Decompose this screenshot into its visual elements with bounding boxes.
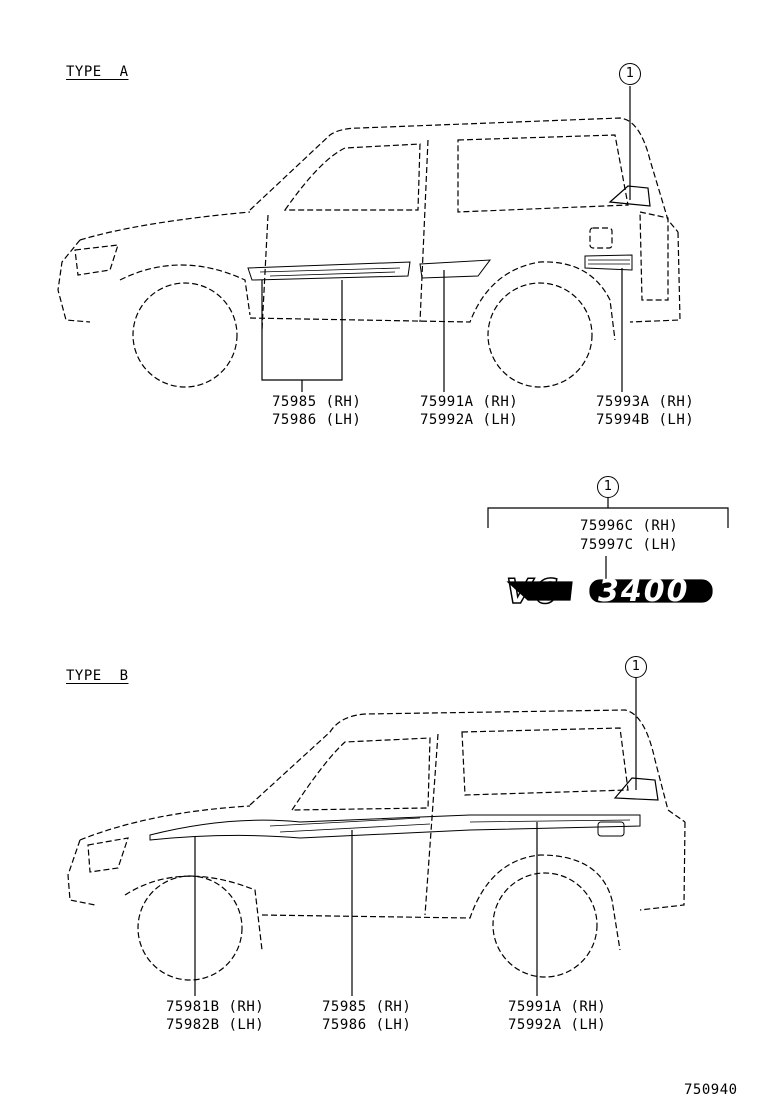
emblem-callout-1: 1 <box>597 476 619 498</box>
emblem-part-rh: 75996C (RH) <box>580 518 679 534</box>
type-b-vehicle-outline <box>67 709 686 981</box>
type-a-part-3-rh: 75993A (RH) <box>596 394 695 410</box>
diagram-number: 750940 <box>684 1082 738 1098</box>
type-b-part-3-lh: 75992A (LH) <box>508 1017 607 1033</box>
type-a-vehicle-outline <box>57 117 681 388</box>
type-b-part-3-rh: 75991A (RH) <box>508 999 607 1015</box>
type-a-callout-1: 1 <box>619 63 641 85</box>
type-b-part-2-lh: 75986 (LH) <box>322 1017 412 1033</box>
type-b-part-2-rh: 75985 (RH) <box>322 999 412 1015</box>
type-a-part-2-lh: 75992A (LH) <box>420 412 519 428</box>
type-a-part-2-rh: 75991A (RH) <box>420 394 519 410</box>
emblem-v6-text: V6 <box>505 571 560 613</box>
type-b-part-1-lh: 75982B (LH) <box>166 1017 265 1033</box>
emblem-detail-bracket <box>487 498 729 582</box>
type-b-leader-lines <box>194 678 637 996</box>
type-b-callout-1: 1 <box>625 656 647 678</box>
type-a-leader-lines <box>261 86 631 392</box>
emblem-part-lh: 75997C (LH) <box>580 537 679 553</box>
type-a-part-1-rh: 75985 (RH) <box>272 394 362 410</box>
type-a-part-1-lh: 75986 (LH) <box>272 412 362 428</box>
type-a-label: TYPE A <box>66 64 129 80</box>
emblem-3400-text: 3400 <box>598 574 690 609</box>
type-b-label: TYPE B <box>66 668 129 684</box>
type-a-part-3-lh: 75994B (LH) <box>596 412 695 428</box>
v6-3400-emblem-shape <box>506 579 713 603</box>
type-b-part-1-rh: 75981B (RH) <box>166 999 265 1015</box>
